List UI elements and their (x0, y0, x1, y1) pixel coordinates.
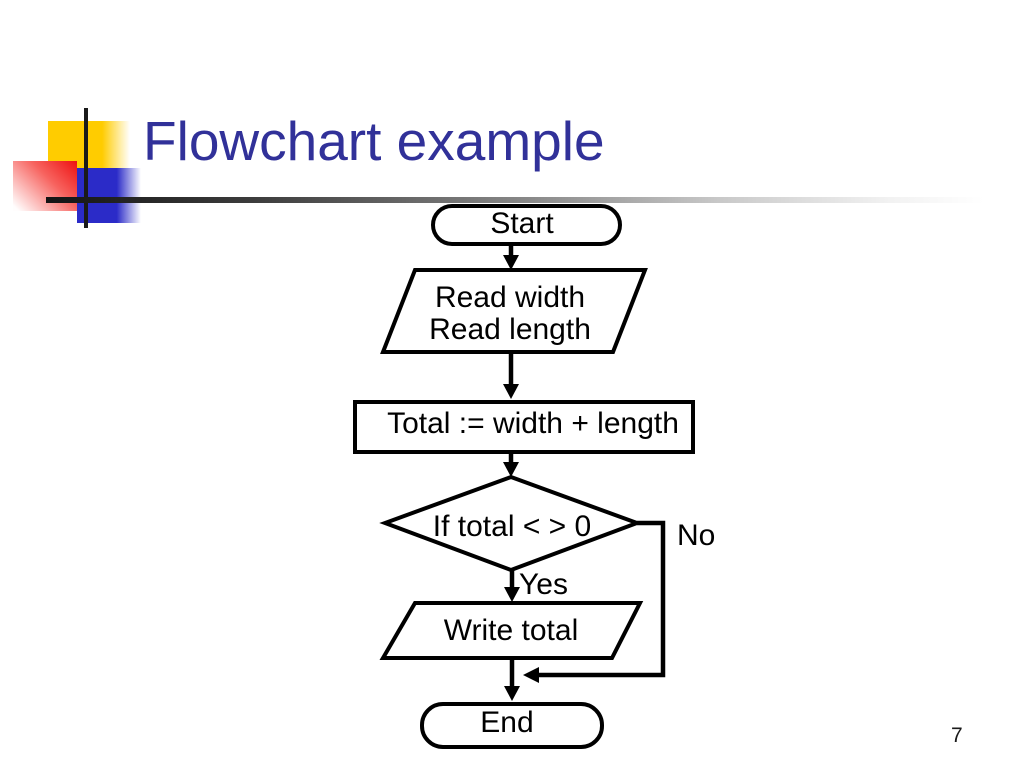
process-label: Total := width + length (387, 407, 679, 440)
end-label: End (480, 706, 533, 739)
connector-no-branch (538, 520, 666, 678)
yes-branch-label: Yes (519, 568, 568, 601)
arrowhead-yes-branch (504, 587, 520, 602)
connectors (503, 245, 666, 701)
arrowhead-no-branch (523, 667, 539, 683)
arrowhead-write-to-end (504, 686, 520, 701)
write-label: Write total (444, 614, 579, 647)
arrowhead-read-to-process (503, 384, 519, 399)
page-number: 7 (951, 724, 963, 747)
decor-vertical-line (84, 108, 88, 228)
title-underline (46, 197, 984, 203)
decor-yellow-square (48, 121, 130, 168)
decision-label: If total < > 0 (433, 510, 591, 543)
start-label: Start (490, 207, 554, 240)
read-io-parallelogram (380, 268, 648, 354)
slide-title: Flowchart example (143, 110, 605, 172)
process-rectangle (353, 400, 695, 454)
decision-diamond (379, 474, 643, 573)
start-terminator-shape (431, 204, 622, 246)
arrowhead-process-to-decision (503, 462, 519, 477)
end-terminator-shape (420, 702, 604, 749)
no-branch-label: No (677, 519, 715, 552)
read-label-line2: Read length (429, 313, 591, 346)
write-io-parallelogram (379, 601, 644, 660)
read-label-line1: Read width (435, 281, 585, 314)
arrowhead-start-to-read (503, 255, 519, 270)
